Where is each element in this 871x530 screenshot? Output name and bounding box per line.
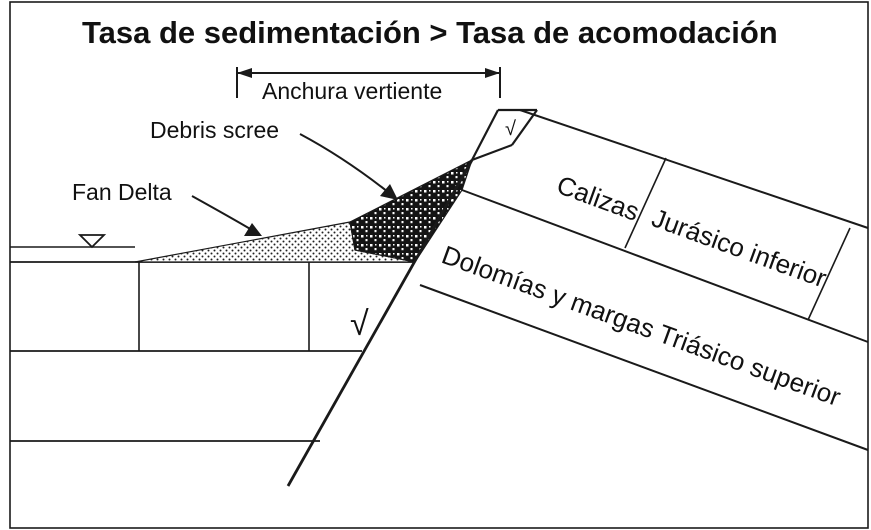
- debris-scree-label: Debris scree: [150, 117, 279, 143]
- debris-scree-deposit: [349, 158, 474, 263]
- debris-scree-arrow: [299, 133, 398, 200]
- limestone-label-jurassic: Jurásico inferior: [648, 202, 831, 293]
- main-fault-line: [286, 159, 474, 487]
- slope-width-bracket: [236, 67, 501, 98]
- diagram-frame: [9, 1, 869, 529]
- fault-scarp: [471, 108, 538, 162]
- fault-check-mark-top: √: [505, 118, 516, 140]
- slope-width-label: Anchura vertiente: [262, 78, 442, 104]
- hanging-wall-beds: [419, 109, 869, 451]
- diagram-title: Tasa de sedimentación > Tasa de acomodac…: [82, 15, 778, 50]
- footwall-beds: [10, 246, 415, 442]
- limestone-label-calizas: Calizas: [553, 169, 643, 226]
- fan-delta-arrow: [191, 195, 262, 236]
- fan-delta-label: Fan Delta: [72, 179, 172, 205]
- fault-check-mark: √: [350, 305, 369, 343]
- water-level-icon: [77, 234, 107, 249]
